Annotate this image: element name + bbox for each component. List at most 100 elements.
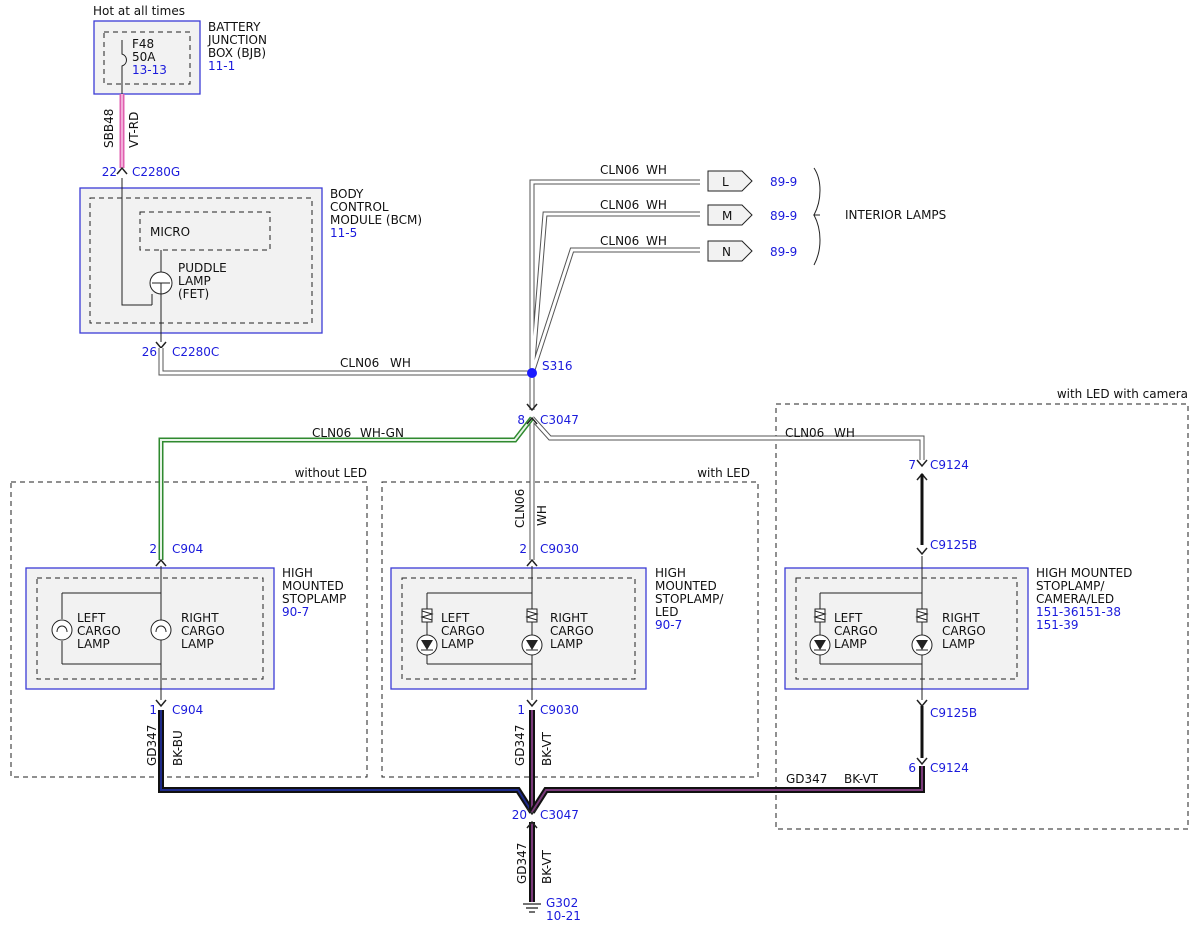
wire-gd347-circuit-4: GD347 <box>515 843 529 884</box>
fuse-id: F48 <box>132 37 154 51</box>
wire-gd347-bkbu <box>158 710 535 814</box>
c2280c-name: C2280C <box>172 345 219 359</box>
fuse-ref: 13-13 <box>132 63 167 77</box>
wire-label-circuit-4: CLN06 <box>600 234 639 248</box>
interior-lamp-l: L 89-9 <box>707 170 797 192</box>
lamp-label: LAMP <box>441 637 474 651</box>
c3047-top-name: C3047 <box>540 413 579 427</box>
c9125b-top-name: C9125B <box>930 538 977 552</box>
stoplamp-2-title: MOUNTED <box>655 579 717 593</box>
wire-label-color-3: WH <box>646 198 667 212</box>
right-cargo-lamp-1-icon <box>150 619 172 641</box>
c3047-bottom-arrow-icon <box>526 807 538 816</box>
bjb-title-1: BATTERY <box>208 20 261 34</box>
c3047-bottom-pin: 20 <box>512 808 527 822</box>
brace-icon <box>813 167 821 266</box>
lamp-label: CARGO <box>441 624 485 638</box>
wire-label-circuit-5: CLN06 <box>785 426 824 440</box>
c2280g-arrow-icon <box>116 166 128 175</box>
c3047-top-arrow-icon <box>526 403 538 412</box>
c9030-bottom-arrow-icon <box>526 699 538 708</box>
c2280c-pin: 26 <box>142 345 157 359</box>
stoplamp-3-title: CAMERA/LED <box>1036 592 1114 606</box>
power-label: Hot at all times <box>93 4 185 18</box>
lamp-label: CARGO <box>77 624 121 638</box>
lamp-label: LEFT <box>77 611 106 625</box>
wire-gd347-circuit-3: GD347 <box>786 772 827 786</box>
stoplamp-1-title: HIGH <box>282 566 313 580</box>
variant-label-with-led: with LED <box>697 466 750 480</box>
left-cargo-led-3-icon <box>809 608 831 656</box>
c2280c-arrow-icon <box>155 341 167 350</box>
lamp-label: CARGO <box>834 624 878 638</box>
region-with-led-camera <box>775 403 1189 830</box>
wire-label-circuit-1: CLN06 <box>340 356 379 370</box>
lamp-label: RIGHT <box>181 611 219 625</box>
c9124-top-name: C9124 <box>930 458 969 472</box>
c9124-bottom-arrow-icon <box>916 757 928 766</box>
lamp-label: LAMP <box>834 637 867 651</box>
wire-label-color-1: WH <box>390 356 411 370</box>
bcm-title-2: CONTROL <box>330 200 389 214</box>
c9030-bottom-name: C9030 <box>540 703 579 717</box>
lamp-label: RIGHT <box>942 611 980 625</box>
c3047-bottom-name: C3047 <box>540 808 579 822</box>
interior-lamp-l-ref: 89-9 <box>770 175 797 189</box>
interior-lamp-n-ref: 89-9 <box>770 245 797 259</box>
interior-lamp-n-letter: N <box>722 245 731 259</box>
fet-label-1: PUDDLE <box>178 261 227 275</box>
splice-s316-name: S316 <box>542 359 573 373</box>
c9125b-bottom-arrow-icon <box>916 699 928 708</box>
stoplamp-1-title: STOPLAMP <box>282 592 346 606</box>
c9125b-top-arrow-icon <box>916 547 928 556</box>
bjb-ref: 11-1 <box>208 59 235 73</box>
wire-sbb48-circuit: SBB48 <box>102 109 116 148</box>
wire-sbb48-color: VT-RD <box>127 112 141 148</box>
wire-gd347-color-2: BK-VT <box>540 731 554 766</box>
c9030-top-arrow-icon <box>526 558 538 567</box>
fet-label-2: LAMP <box>178 274 211 288</box>
variant-label-without-led: without LED <box>295 466 367 480</box>
interior-lamp-m-letter: M <box>722 209 732 223</box>
c9124-top-pin: 7 <box>908 458 916 472</box>
interior-lamp-n: N 89-9 <box>707 240 797 262</box>
c904-bottom-pin: 1 <box>149 703 157 717</box>
interior-lamp-l-letter: L <box>722 175 729 189</box>
ground-icon <box>523 903 541 913</box>
right-cargo-led-3-icon <box>911 608 933 656</box>
c2280g-name: C2280G <box>132 165 180 179</box>
bcm-box <box>79 187 323 334</box>
stoplamp-1-ref: 90-7 <box>282 605 309 619</box>
c904-top-arrow-icon <box>155 558 167 567</box>
lamp-label: CARGO <box>942 624 986 638</box>
c2280g-pin: 22 <box>102 165 117 179</box>
bjb-inner <box>103 31 191 85</box>
wire-cln06-whgn <box>158 416 534 560</box>
wire-label-circuit-3: CLN06 <box>600 198 639 212</box>
lamp-label: LAMP <box>942 637 975 651</box>
bcm-title-3: MODULE (BCM) <box>330 213 422 227</box>
c9124-bottom-name: C9124 <box>930 761 969 775</box>
wire-gd347-circuit-1: GD347 <box>145 725 159 766</box>
left-cargo-led-2-icon <box>416 608 438 656</box>
lamp-label: RIGHT <box>550 611 588 625</box>
region-with-led <box>381 481 759 778</box>
c9030-top-pin: 2 <box>519 542 527 556</box>
wire-gd347-color-3: BK-VT <box>844 772 879 786</box>
c904-bottom-arrow-icon <box>155 699 167 708</box>
variant-label-with-led-camera: with LED with camera <box>1057 387 1188 401</box>
stoplamp-3-title: STOPLAMP/ <box>1036 579 1105 593</box>
stoplamp-3-title: HIGH MOUNTED <box>1036 566 1132 580</box>
c904-bottom-name: C904 <box>172 703 203 717</box>
wire-label-circuit-6: CLN06 <box>513 489 527 528</box>
stoplamp-3-ref: 151-39 <box>1036 618 1079 632</box>
bcm-ref: 11-5 <box>330 226 357 240</box>
bjb-title-2: JUNCTION <box>207 33 267 47</box>
ground-name: G302 <box>546 896 578 910</box>
c904-top-pin: 2 <box>149 542 157 556</box>
stoplamp-2-box <box>390 567 647 690</box>
ground-ref: 10-21 <box>546 909 581 923</box>
stoplamp-2-title: LED <box>655 605 679 619</box>
stoplamp-1-title: MOUNTED <box>282 579 344 593</box>
wire-label-color-6: WH <box>535 505 549 526</box>
